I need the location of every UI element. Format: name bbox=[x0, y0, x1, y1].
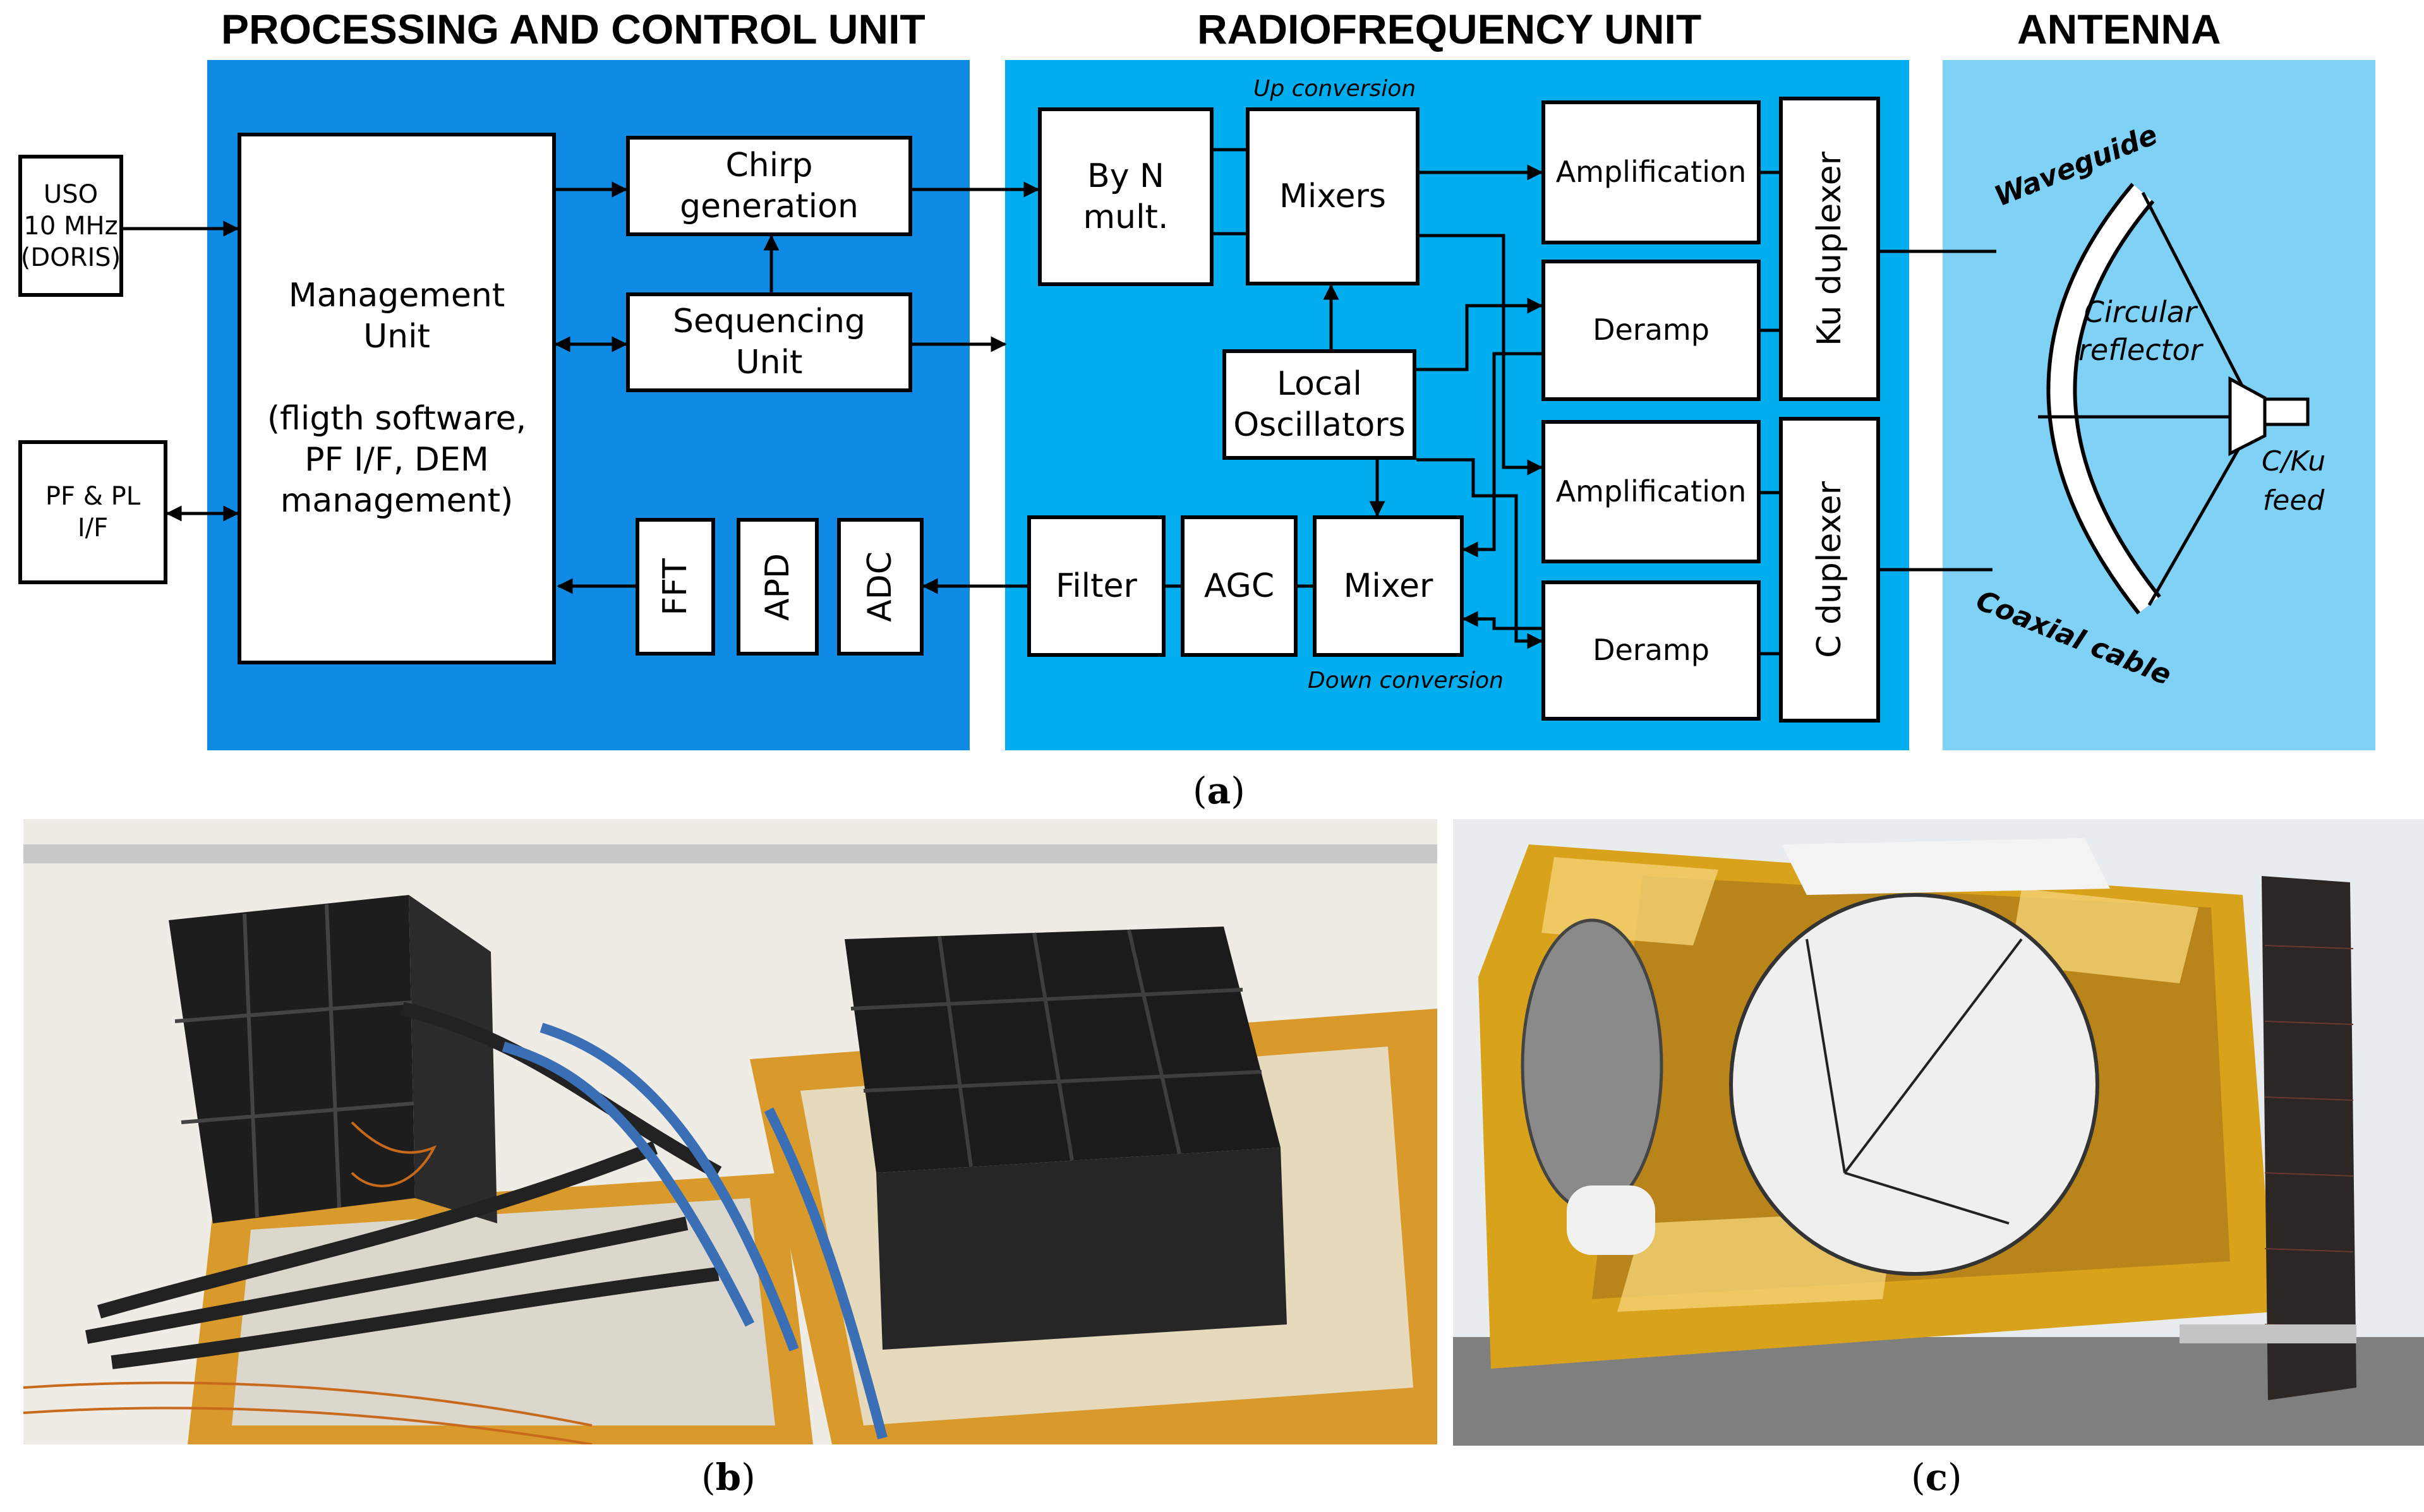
adc-label: ADC bbox=[861, 551, 899, 622]
caption-a-letter: a bbox=[1207, 769, 1231, 812]
circular-reflector-label: Circular reflector bbox=[2078, 295, 2202, 367]
line-deramp1-mixer bbox=[1462, 352, 1541, 558]
ku-duplexer-block: Ku duplexer bbox=[1779, 97, 1880, 401]
amplification-block-2: Amplification bbox=[1541, 420, 1761, 563]
line-deramp2-mixer bbox=[1462, 611, 1541, 630]
amplification-block-1: Amplification bbox=[1541, 100, 1761, 244]
c-duplexer-label: C duplexer bbox=[1810, 481, 1848, 658]
agc-block: AGC bbox=[1181, 515, 1298, 657]
filter-block: Filter bbox=[1027, 515, 1166, 657]
local-oscillators-block: Local Oscillators bbox=[1222, 349, 1416, 460]
caption-a: (a) bbox=[1193, 769, 1245, 812]
mixer-block: Mixer bbox=[1313, 515, 1464, 657]
pf-pl-interface-block: PF & PL I/F bbox=[18, 440, 167, 584]
deramp-block-2: Deramp bbox=[1541, 580, 1761, 721]
caption-c: (c) bbox=[1911, 1456, 1962, 1499]
hardware-photo bbox=[23, 819, 1437, 1444]
uso-block: USO 10 MHz (DORIS) bbox=[18, 155, 123, 297]
caption-b-letter: b bbox=[715, 1456, 742, 1499]
antenna-reflector-drawing bbox=[2038, 183, 2310, 615]
management-unit-block: Management Unit (fligth software, PF I/F… bbox=[238, 133, 556, 664]
c-duplexer-block: C duplexer bbox=[1779, 417, 1880, 723]
section-title-processing: PROCESSING AND CONTROL UNIT bbox=[221, 6, 926, 52]
up-conversion-label: Up conversion bbox=[1253, 76, 1416, 102]
deramp-block-1: Deramp bbox=[1541, 260, 1761, 401]
line-mix-amp2 bbox=[1420, 234, 1543, 476]
hardware-photo-drawing bbox=[23, 819, 1437, 1444]
connections-svg bbox=[123, 148, 2310, 656]
adc-block: ADC bbox=[837, 518, 924, 656]
by-n-multiplier-block: By N mult. bbox=[1038, 107, 1214, 286]
apd-label: APD bbox=[758, 553, 797, 621]
fft-block: FFT bbox=[636, 518, 715, 656]
sequencing-unit-block: Sequencing Unit bbox=[626, 292, 912, 392]
line-lo-deramp1 bbox=[1416, 297, 1543, 371]
section-title-rf: RADIOFREQUENCY UNIT bbox=[1197, 6, 1702, 52]
apd-block: APD bbox=[737, 518, 819, 656]
fft-label: FFT bbox=[656, 558, 694, 616]
down-conversion-label: Down conversion bbox=[1308, 668, 1504, 693]
feed-label: C/Ku feed bbox=[2262, 445, 2326, 517]
caption-b: (b) bbox=[701, 1456, 756, 1499]
chirp-generation-block: Chirp generation bbox=[626, 136, 912, 236]
section-title-antenna: ANTENNA bbox=[2017, 6, 2221, 52]
ku-duplexer-label: Ku duplexer bbox=[1810, 151, 1848, 347]
satellite-photo-drawing bbox=[1453, 819, 2424, 1446]
mixers-block: Mixers bbox=[1246, 107, 1420, 285]
caption-c-letter: c bbox=[1925, 1456, 1948, 1499]
satellite-photo bbox=[1453, 819, 2424, 1446]
